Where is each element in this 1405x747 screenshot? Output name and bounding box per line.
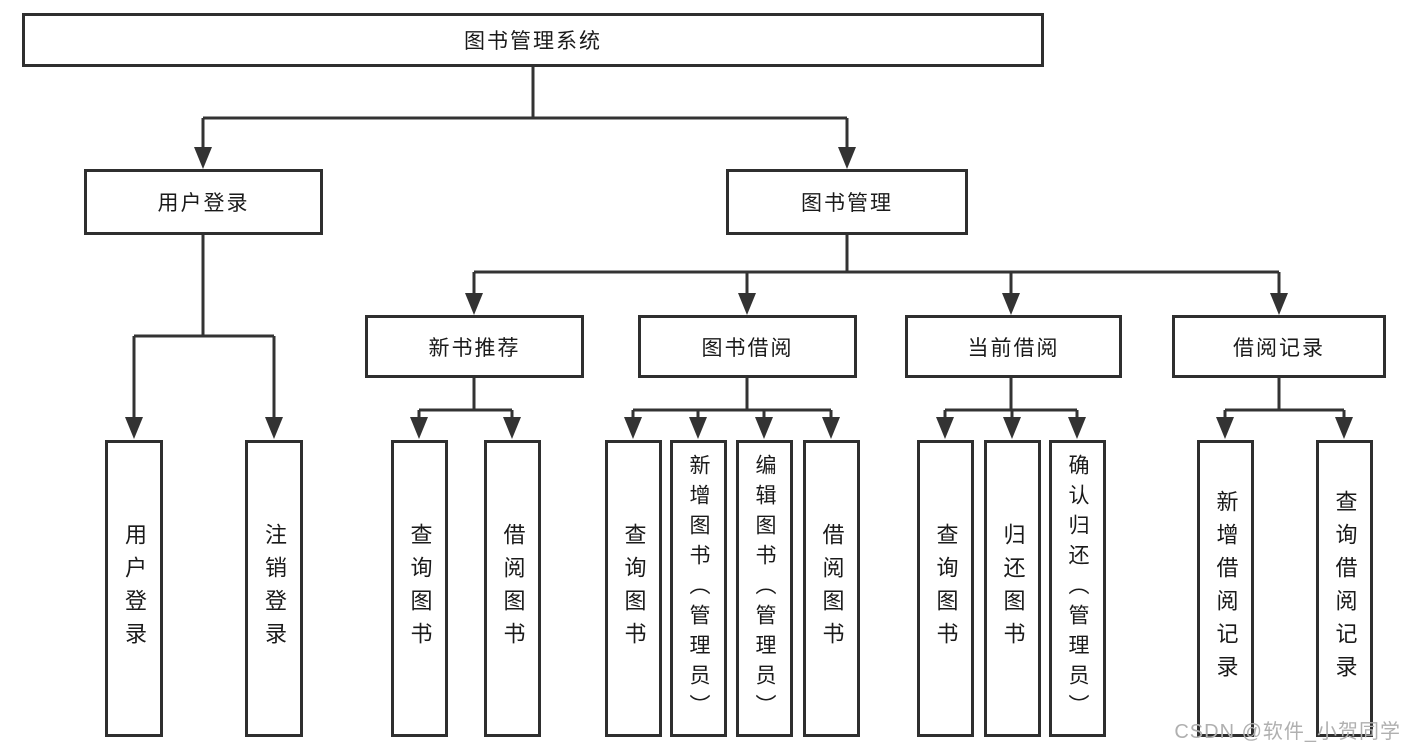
leaf-query-borrow-record-label: 查询借阅记录 — [1332, 489, 1358, 688]
leaf-user-login: 用户登录 — [105, 440, 163, 737]
leaf-confirm-return-admin: 确认归还（管理员） — [1049, 440, 1106, 737]
node-new-book-recommend: 新书推荐 — [365, 315, 584, 378]
leaf-recommend-borrow-book: 借阅图书 — [484, 440, 541, 737]
leaf-logout-label: 注销登录 — [262, 522, 287, 655]
node-borrow-records: 借阅记录 — [1172, 315, 1386, 378]
leaf-user-login-label: 用户登录 — [122, 522, 147, 655]
node-user-login: 用户登录 — [84, 169, 323, 235]
node-current-borrowing: 当前借阅 — [905, 315, 1122, 378]
node-book-management: 图书管理 — [726, 169, 968, 235]
leaf-query-borrow-record: 查询借阅记录 — [1316, 440, 1373, 737]
leaf-borrowing-borrow-book: 借阅图书 — [803, 440, 860, 737]
connector-lines — [132, 67, 1346, 419]
leaf-confirm-return-admin-label: 确认归还（管理员） — [1066, 453, 1089, 724]
leaf-recommend-query-book: 查询图书 — [391, 440, 448, 737]
node-book-management-label: 图书管理 — [801, 192, 893, 215]
node-root: 图书管理系统 — [22, 13, 1044, 67]
leaf-return-book-label: 归还图书 — [1000, 522, 1026, 655]
leaf-borrowing-borrow-book-label: 借阅图书 — [819, 522, 845, 655]
leaf-borrowing-query-book-label: 查询图书 — [621, 522, 647, 655]
leaf-add-book-admin: 新增图书（管理员） — [670, 440, 727, 737]
arrowheads — [125, 147, 1353, 439]
node-current-borrowing-label: 当前借阅 — [967, 336, 1060, 360]
leaf-return-book: 归还图书 — [984, 440, 1041, 737]
leaf-edit-book-admin: 编辑图书（管理员） — [736, 440, 793, 737]
leaf-recommend-borrow-book-label: 借阅图书 — [500, 522, 526, 655]
node-book-borrowing-label: 图书借阅 — [701, 336, 794, 360]
leaf-borrowing-query-book: 查询图书 — [605, 440, 662, 737]
leaf-recommend-query-book-label: 查询图书 — [407, 522, 433, 655]
node-new-book-recommend-label: 新书推荐 — [428, 336, 521, 360]
leaf-current-query-book: 查询图书 — [917, 440, 974, 737]
leaf-add-borrow-record-label: 新增借阅记录 — [1213, 489, 1239, 688]
node-root-label: 图书管理系统 — [464, 30, 602, 53]
node-user-login-label: 用户登录 — [157, 192, 250, 215]
node-book-borrowing: 图书借阅 — [638, 315, 857, 378]
leaf-add-book-admin-label: 新增图书（管理员） — [687, 453, 710, 724]
leaf-add-borrow-record: 新增借阅记录 — [1197, 440, 1254, 737]
leaf-edit-book-admin-label: 编辑图书（管理员） — [753, 453, 776, 724]
node-borrow-records-label: 借阅记录 — [1233, 336, 1325, 360]
leaf-current-query-book-label: 查询图书 — [933, 522, 959, 655]
leaf-logout: 注销登录 — [245, 440, 303, 737]
